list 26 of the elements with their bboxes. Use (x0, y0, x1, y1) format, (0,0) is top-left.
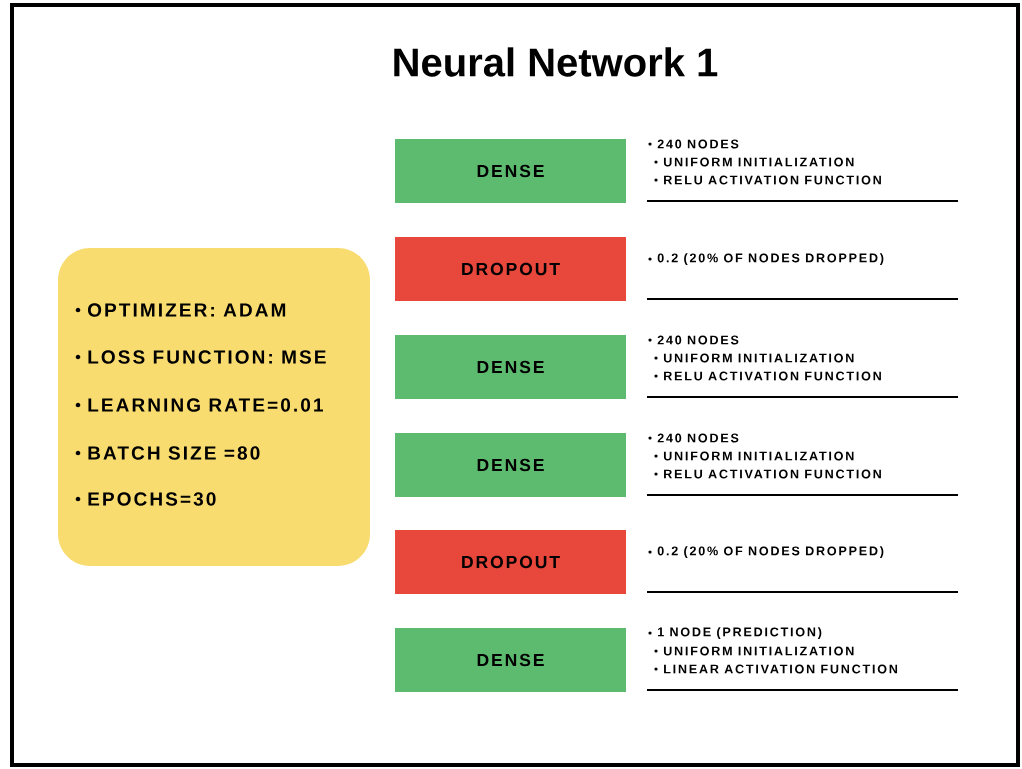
dense-layer-box: DENSE (395, 139, 626, 203)
note-text: UNIFORM INITIALIZATION (654, 646, 854, 656)
dense-layer-box: DENSE (395, 628, 626, 692)
note-text: 0.2 (20% OF NODES DROPPED) (648, 546, 884, 558)
note-text: 1 NODE (PREDICTION) (648, 627, 822, 639)
note-text: LINEAR ACTIVATION FUNCTION (654, 664, 898, 674)
note-text: RELU ACTIVATION FUNCTION (654, 175, 881, 185)
dropout-layer-box: DROPOUT (395, 530, 626, 594)
list-item: BATCH SIZE =80 (75, 446, 260, 460)
note-text: RELU ACTIVATION FUNCTION (654, 371, 881, 381)
note-text: UNIFORM INITIALIZATION (654, 157, 854, 167)
list-item: LEARNING RATE=0.01 (75, 398, 323, 412)
dense-layer-box: DENSE (395, 433, 626, 497)
dropout-layer-box: DROPOUT (395, 237, 626, 301)
title: Neural Network 1 (394, 47, 718, 77)
note-text: 240 NODES (648, 335, 739, 345)
note-text: RELU ACTIVATION FUNCTION (654, 469, 881, 479)
list-item: OPTIMIZER: ADAM (75, 303, 286, 317)
list-item: EPOCHS=30 (75, 492, 216, 506)
note-text: 0.2 (20% OF NODES DROPPED) (648, 253, 884, 265)
note-text: 240 NODES (648, 139, 739, 149)
dense-layer-box: DENSE (395, 335, 626, 399)
note-text: 240 NODES (648, 433, 739, 443)
note-text: UNIFORM INITIALIZATION (654, 353, 854, 363)
note-text: UNIFORM INITIALIZATION (654, 451, 854, 461)
list-item: LOSS FUNCTION: MSE (75, 350, 326, 364)
